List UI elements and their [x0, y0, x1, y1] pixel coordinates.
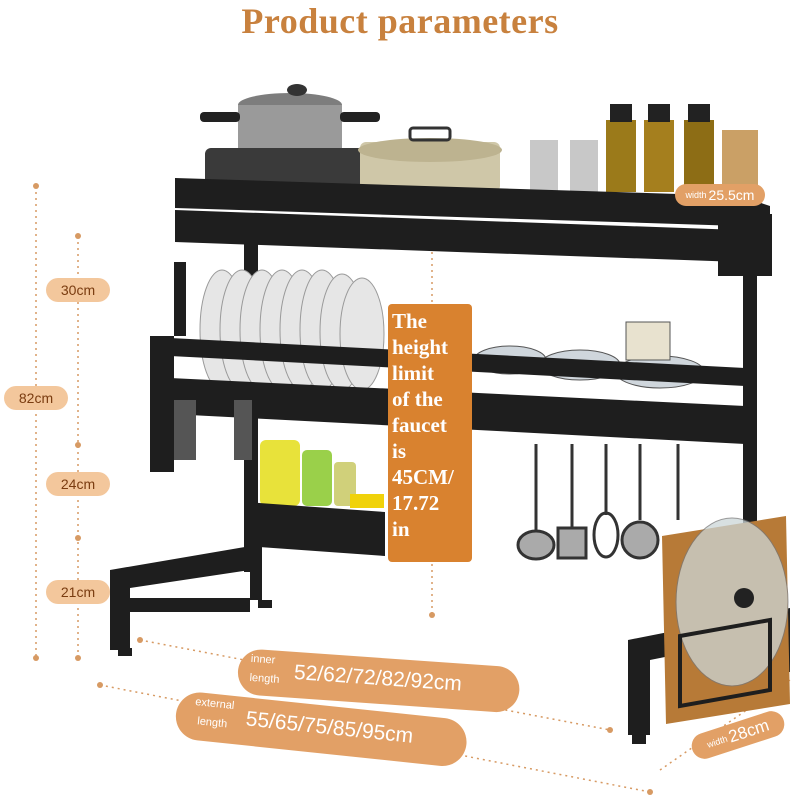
height-top-label: 30cm: [46, 278, 110, 302]
inner-length-value: 52/62/72/82/92cm: [293, 660, 463, 696]
top-width-pill: width 25.5cm: [675, 184, 765, 206]
external-prefix-2: length: [196, 715, 228, 731]
callout-line: height: [392, 335, 449, 359]
bottles: [530, 104, 758, 192]
dimension-endpoints: [33, 183, 653, 795]
detergent-basket: [245, 440, 385, 556]
page-title: Product parameters: [241, 1, 559, 41]
height-total-label: 82cm: [4, 386, 68, 410]
callout-line: in: [392, 517, 410, 541]
callout-line: 45CM/: [392, 465, 454, 489]
callout-line: 17.72: [392, 491, 440, 515]
external-length-value: 55/65/75/85/95cm: [244, 707, 415, 748]
top-width-value: 25.5cm: [708, 187, 755, 203]
callout-line: is: [392, 439, 407, 463]
faucet-height-callout: The height limit of the faucet is 45CM/ …: [388, 304, 472, 562]
knives: [174, 400, 252, 460]
plates: [199, 269, 385, 391]
callout-line: faucet: [392, 413, 447, 437]
hanging-utensils: [516, 444, 680, 561]
inner-prefix-2: length: [249, 671, 280, 686]
pots: [200, 84, 502, 192]
external-prefix-1: external: [194, 695, 235, 713]
callout-line: limit: [392, 361, 434, 385]
depth-prefix: width: [705, 733, 729, 750]
height-mid-label: 24cm: [46, 472, 110, 496]
cutting-board: [662, 516, 790, 724]
height-bottom-label: 21cm: [46, 580, 110, 604]
inner-prefix-1: inner: [250, 652, 276, 667]
callout-line: The: [392, 309, 428, 333]
top-width-prefix: width: [685, 190, 707, 200]
callout-line: of the: [392, 387, 443, 411]
